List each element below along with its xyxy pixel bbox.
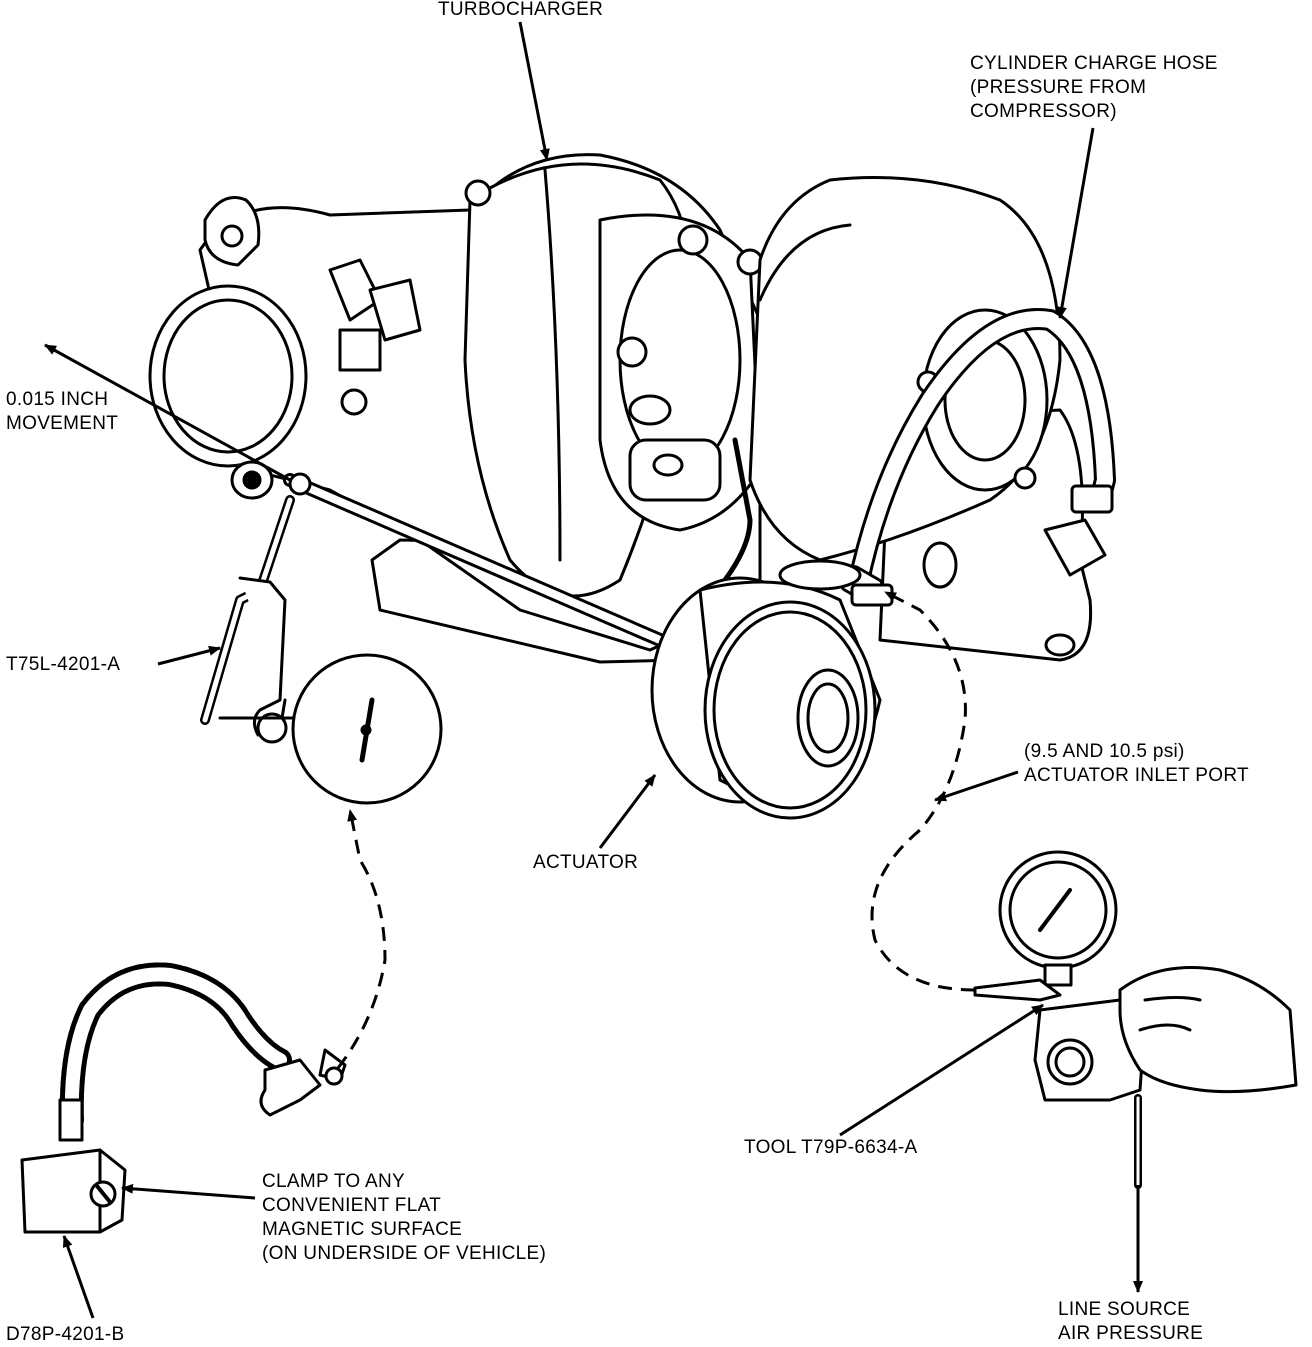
charge-hose-label: CYLINDER CHARGE HOSE (PRESSURE FROM COMP… [970,53,1218,122]
movement-label: 0.015 INCH MOVEMENT [6,389,119,434]
inlet-port-arrow [934,770,1019,802]
movement-arrow [44,343,291,482]
dial-connection-dashed [336,809,387,1069]
charge-hose-arrow [1056,127,1095,319]
pressure-regulator-tool [973,850,1298,1189]
dial-indicator-tool [200,495,443,805]
actuator-arrow [598,774,657,849]
magnetic-base-arrow [62,1235,95,1319]
air-pressure-label: LINE SOURCE AIR PRESSURE [1058,1299,1204,1344]
turbocharger-label: TURBOCHARGER [438,0,604,20]
magnetic-base-label: D78P-4201-B [6,1324,125,1345]
actuator [650,559,894,820]
inlet-port-label: (9.5 AND 10.5 psi) ACTUATOR INLET PORT [1024,741,1249,786]
clamp-label: CLAMP TO ANY CONVENIENT FLAT MAGNETIC SU… [262,1171,547,1264]
turbocharger-arrow [518,21,550,161]
flex-arm-magnetic-base [20,962,347,1234]
clamp-arrow [121,1183,256,1200]
actuator-label: ACTUATOR [533,852,639,873]
pressure-tool-arrow [839,1003,1044,1137]
dial-tool-arrow [157,645,221,666]
turbocharger [148,153,764,664]
actuator-rod [283,437,753,647]
dial-tool-label: T75L-4201-A [6,654,121,675]
pressure-tool-label: TOOL T79P-6634-A [744,1137,918,1158]
